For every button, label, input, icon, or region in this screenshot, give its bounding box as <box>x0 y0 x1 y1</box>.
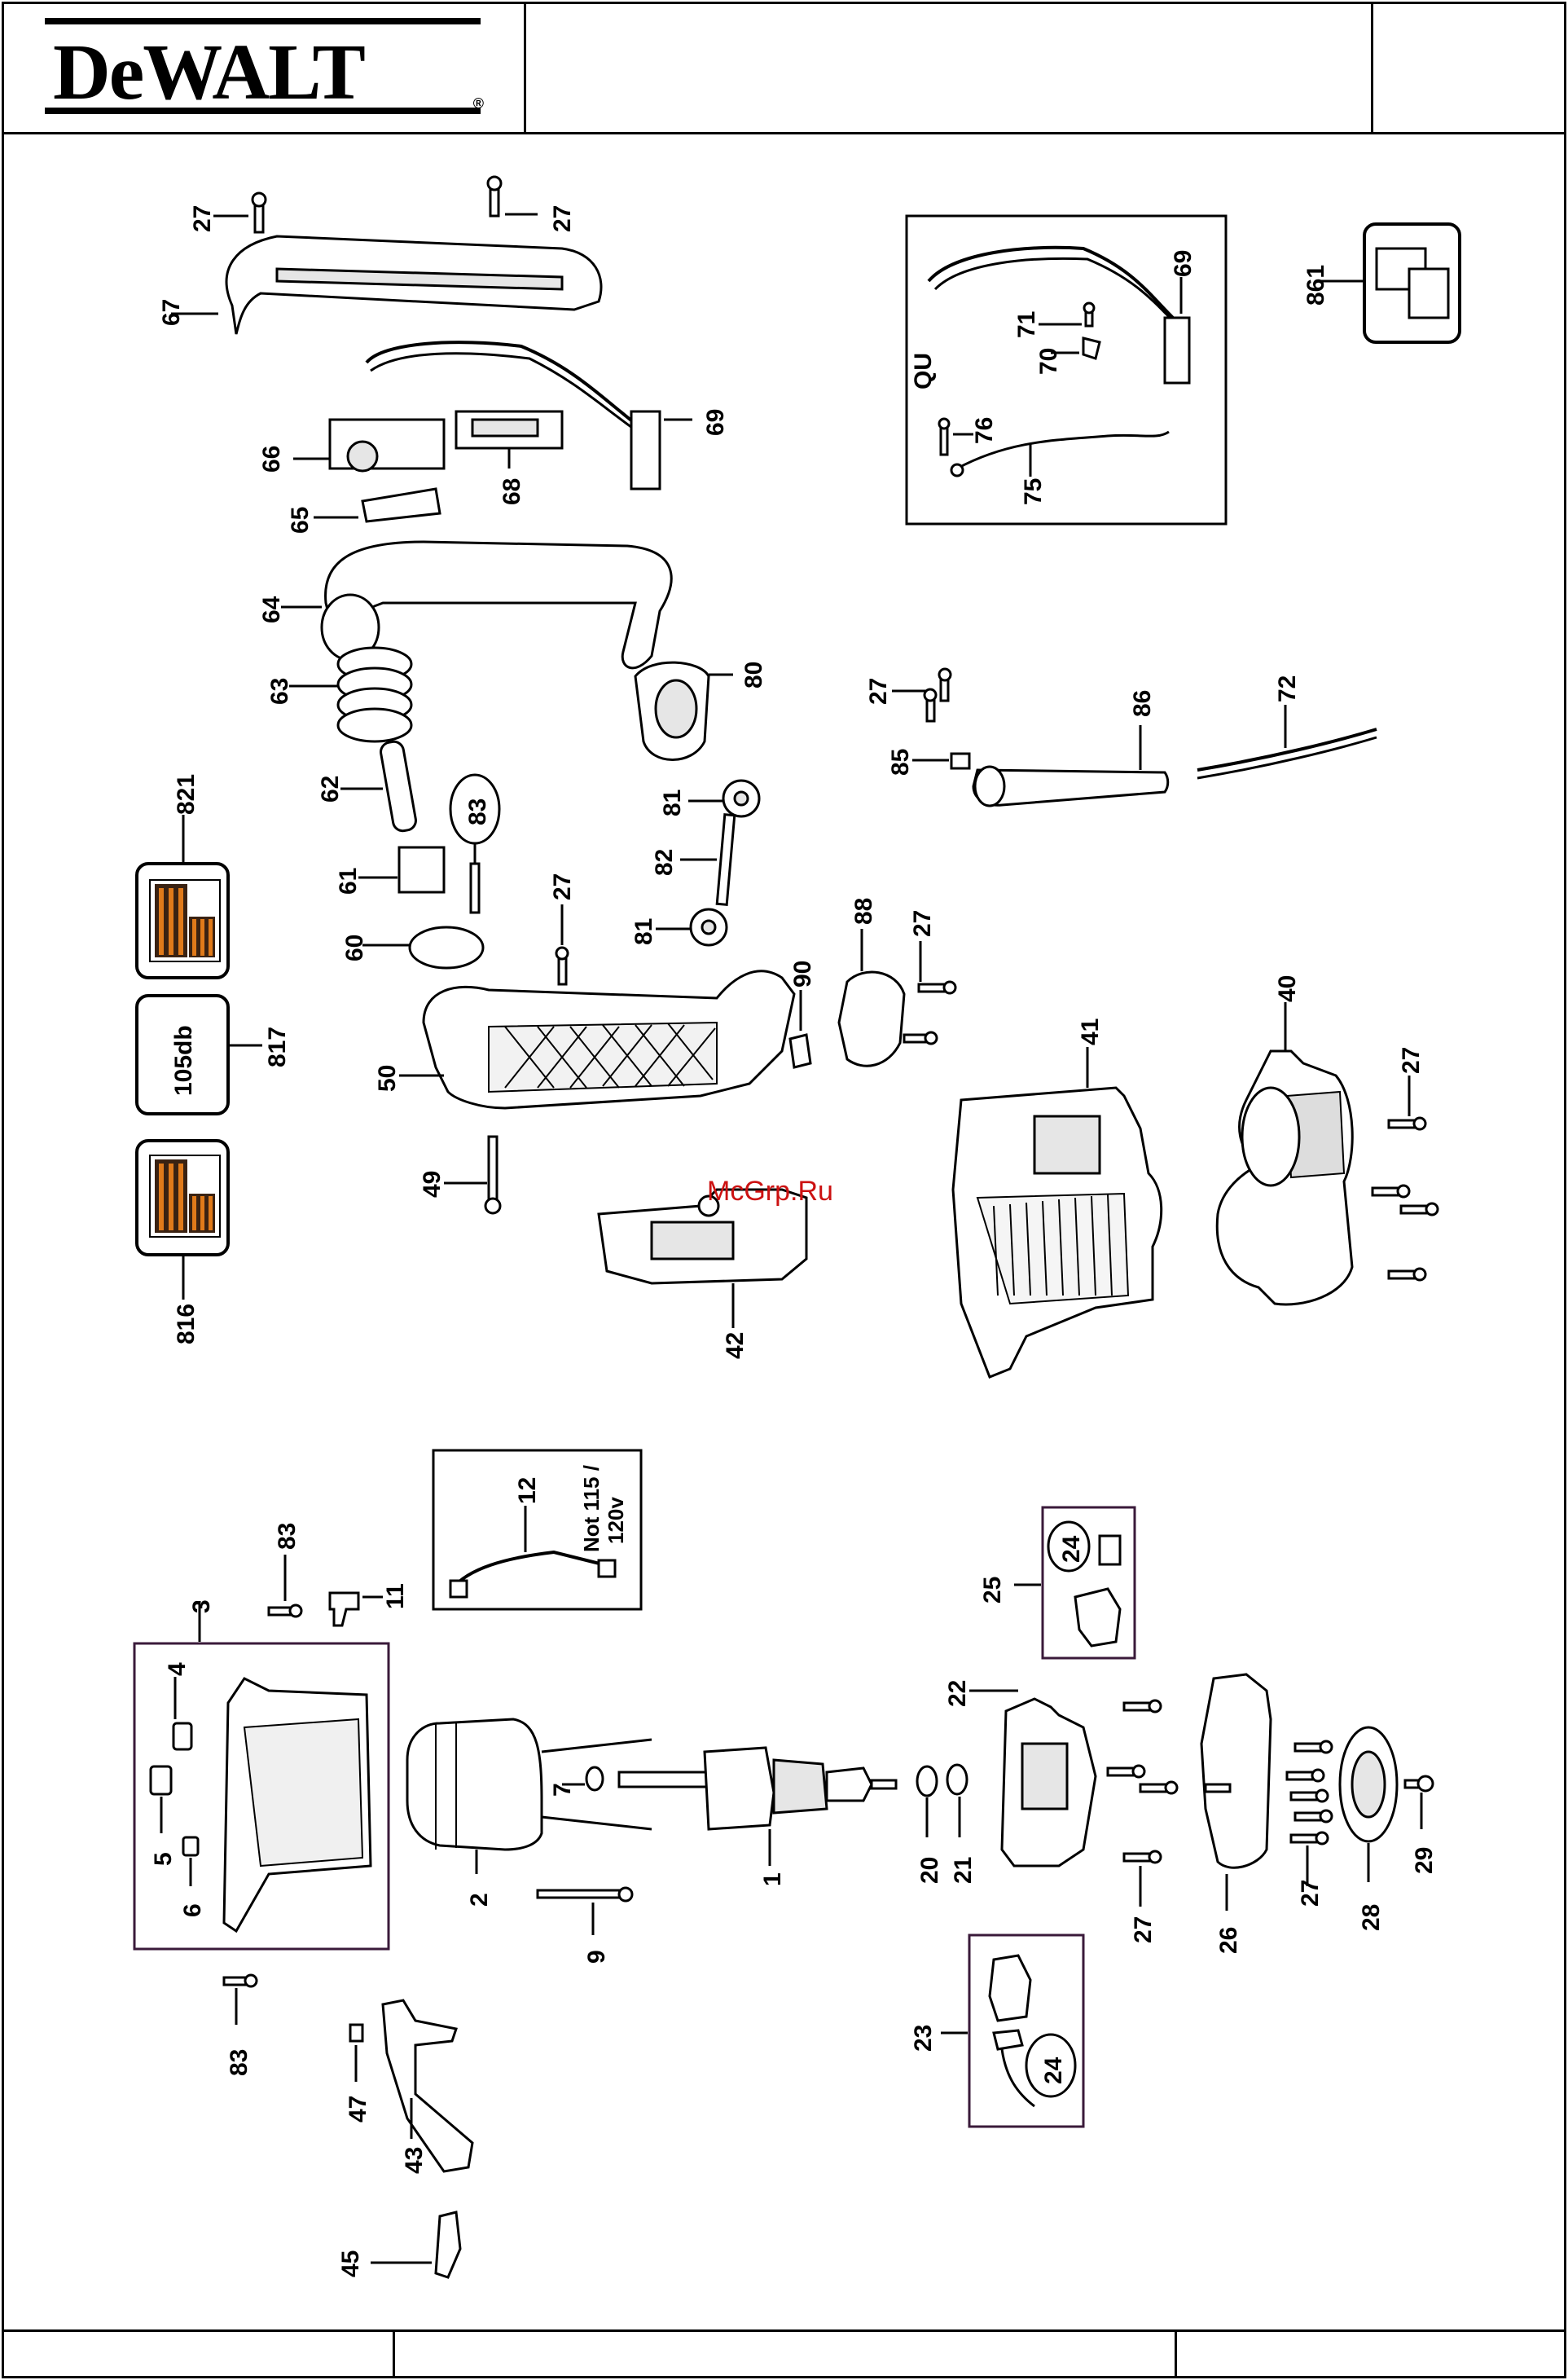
callout-2: 2 <box>466 1893 493 1907</box>
part-1-armature <box>619 1748 896 1829</box>
callout-68: 68 <box>499 478 525 505</box>
callout-25: 25 <box>979 1577 1006 1604</box>
callout-69: 69 <box>702 409 729 436</box>
callout-12: 12 <box>514 1477 541 1504</box>
callout-3: 3 <box>188 1599 215 1613</box>
callout-76: 76 <box>971 417 998 444</box>
callout-90: 90 <box>789 961 816 988</box>
callout-88: 88 <box>850 898 877 925</box>
qu-label: QU <box>910 353 937 389</box>
callout-5: 5 <box>150 1852 177 1866</box>
callout-82: 82 <box>651 849 678 876</box>
callout-47: 47 <box>345 2096 371 2123</box>
callout-28: 28 <box>1358 1904 1385 1931</box>
callout-83: 83 <box>274 1523 301 1550</box>
part-11-clip <box>330 1593 358 1626</box>
callout-81: 81 <box>630 918 657 945</box>
callout-23: 23 <box>910 2025 937 2052</box>
part-21-bearing <box>947 1765 967 1794</box>
part-65-trigger <box>362 489 440 521</box>
part-72-cable <box>1197 729 1377 770</box>
callout-62: 62 <box>317 776 344 803</box>
callout-27: 27 <box>549 873 576 900</box>
callout-81: 81 <box>659 790 686 816</box>
callout-24: 24 <box>1058 1535 1085 1563</box>
not-115-text: Not 115 / <box>579 1465 604 1552</box>
callout-821: 821 <box>173 774 200 815</box>
callout-9: 9 <box>583 1950 610 1964</box>
callout-42: 42 <box>722 1332 749 1359</box>
callout-49: 49 <box>419 1171 446 1198</box>
part-20-bearing <box>917 1766 937 1796</box>
callout-29: 29 <box>1411 1847 1438 1874</box>
callout-43: 43 <box>401 2147 428 2174</box>
120v-text: 120v <box>604 1497 628 1544</box>
callout-27: 27 <box>865 678 892 705</box>
part-63-spring <box>338 648 411 741</box>
part-43-lever <box>383 2000 472 2171</box>
callout-861: 861 <box>1302 265 1329 306</box>
callout-27: 27 <box>549 205 576 232</box>
noise-level-text: 105db <box>170 1025 197 1096</box>
callout-4: 4 <box>164 1662 191 1676</box>
part-90-clip <box>790 1035 810 1067</box>
callout-11: 11 <box>382 1583 409 1609</box>
part-26-cover <box>1201 1674 1271 1867</box>
part-85-clamp <box>951 754 969 768</box>
part-47 <box>350 2025 362 2041</box>
part-69-connector <box>631 411 660 489</box>
callout-63: 63 <box>266 678 293 705</box>
callout-41: 41 <box>1077 1018 1104 1045</box>
callout-71: 71 <box>1013 311 1040 338</box>
part-6 <box>183 1837 198 1855</box>
part-61-block <box>399 847 444 892</box>
callout-75: 75 <box>1020 478 1047 505</box>
part-7-washer <box>586 1767 603 1790</box>
callout-24: 24 <box>1040 2057 1067 2084</box>
part-5 <box>151 1766 171 1794</box>
callout-72: 72 <box>1274 675 1301 702</box>
callout-64: 64 <box>258 596 285 623</box>
callout-40: 40 <box>1274 975 1301 1002</box>
callout-27: 27 <box>189 205 216 232</box>
callout-80: 80 <box>740 662 767 688</box>
callout-27: 27 <box>1398 1047 1425 1074</box>
callout-86: 86 <box>1129 690 1156 717</box>
callout-6: 6 <box>179 1903 206 1917</box>
callout-27: 27 <box>1297 1880 1324 1907</box>
part-82-pin <box>717 815 735 905</box>
callout-816: 816 <box>173 1304 200 1344</box>
callout-66: 66 <box>258 446 285 473</box>
callout-21: 21 <box>950 1857 977 1884</box>
callout-83: 83 <box>226 2049 253 2076</box>
callout-85: 85 <box>887 749 914 776</box>
callout-67: 67 <box>158 299 185 326</box>
part-62-rod <box>380 740 418 832</box>
callout-65: 65 <box>287 507 314 534</box>
part-66-switch <box>330 420 444 469</box>
callout-60: 60 <box>341 935 368 961</box>
callout-69: 69 <box>1170 250 1197 277</box>
part-69-connector-qu <box>1165 318 1189 383</box>
callout-1: 1 <box>759 1872 786 1886</box>
part-45-spring <box>436 2212 460 2277</box>
callout-83-circled: 83 <box>464 798 491 825</box>
callout-26: 26 <box>1215 1927 1242 1954</box>
callout-7: 7 <box>549 1783 576 1797</box>
callout-27: 27 <box>1130 1916 1157 1943</box>
callout-817: 817 <box>264 1027 291 1067</box>
callout-45: 45 <box>337 2250 364 2277</box>
part-60-ring <box>410 927 483 968</box>
part-4 <box>173 1723 191 1749</box>
part-88-cover <box>839 972 904 1066</box>
watermark: McGrp.Ru <box>707 1176 833 1207</box>
part-2-stator <box>407 1719 542 1850</box>
callout-61: 61 <box>335 868 362 895</box>
callout-22: 22 <box>944 1680 971 1707</box>
callout-27: 27 <box>909 910 936 937</box>
callout-20: 20 <box>916 1857 943 1884</box>
callout-70: 70 <box>1035 348 1062 375</box>
callout-50: 50 <box>374 1065 401 1092</box>
